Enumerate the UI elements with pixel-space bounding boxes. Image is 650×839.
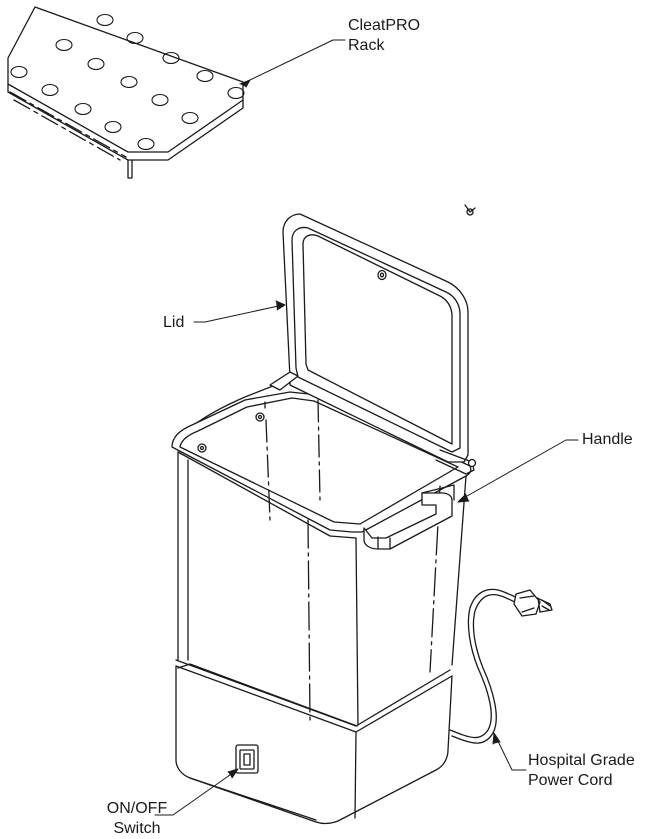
cord-leader-line <box>494 734 527 771</box>
lid-label: Lid <box>163 313 184 333</box>
tank-drawing <box>171 381 472 825</box>
rack-leader-line <box>249 39 346 81</box>
lid-drawing <box>269 204 477 475</box>
power-cord-label-line2: Power Cord <box>528 772 613 789</box>
power-cord-label-line1: Hospital Grade <box>528 752 635 769</box>
callout-leaders <box>154 39 579 816</box>
lid-leader-line <box>193 304 284 323</box>
switch-leader-line <box>154 769 238 816</box>
lid-label-text: Lid <box>163 314 185 331</box>
rack-label: CleatPRO Rack <box>348 16 420 56</box>
switch-label-line2: Switch <box>113 820 161 837</box>
handle-label-text: Handle <box>582 431 633 448</box>
power-cord-label: Hospital Grade Power Cord <box>528 751 635 791</box>
power-cord-drawing <box>449 588 553 744</box>
switch-label: ON/OFF Switch <box>92 799 182 839</box>
switch-label-line1: ON/OFF <box>106 800 168 817</box>
cleatpro-rack-drawing <box>7 6 245 179</box>
handle-leader-line <box>459 439 579 501</box>
rack-label-line1: CleatPRO <box>348 17 421 34</box>
rack-label-line2: Rack <box>348 37 385 54</box>
handle-label: Handle <box>582 430 633 450</box>
